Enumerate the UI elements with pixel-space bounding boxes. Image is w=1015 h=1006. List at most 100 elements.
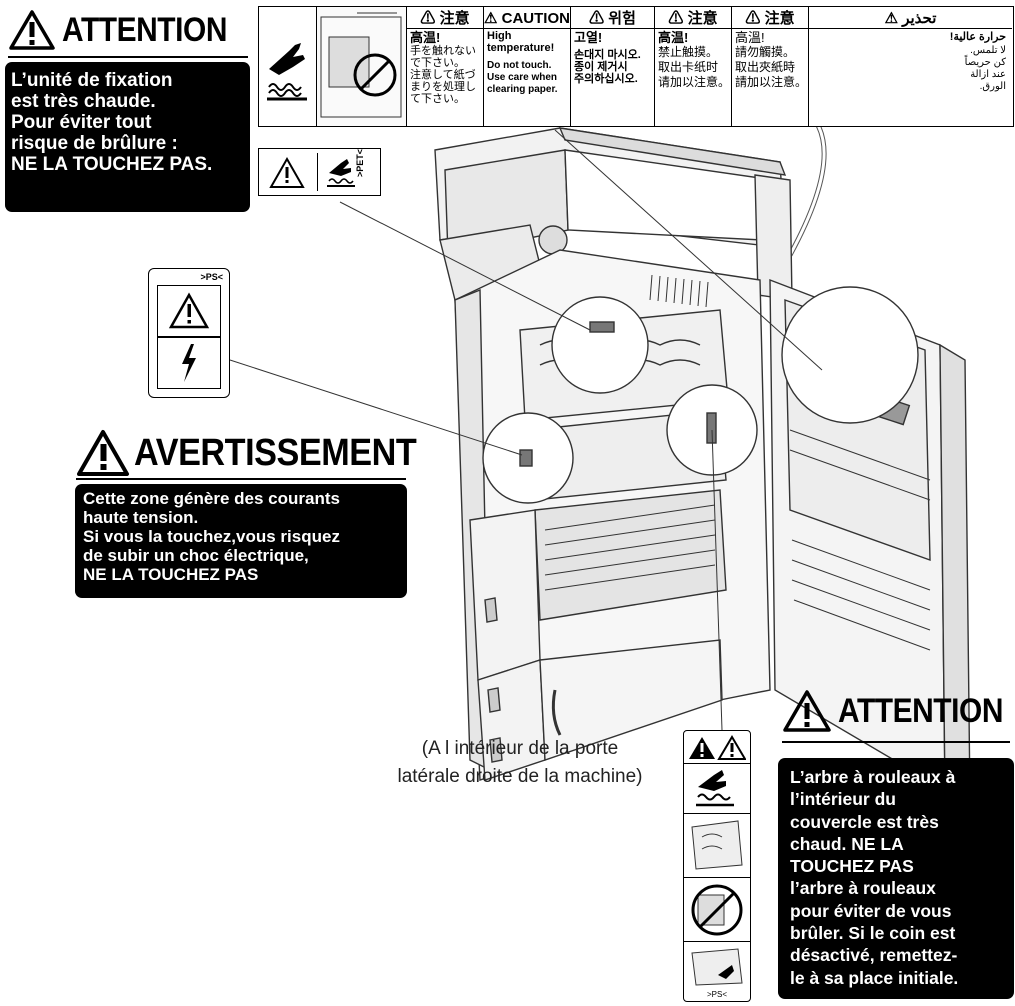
warning-heading-roller: ATTENTION bbox=[782, 688, 1015, 734]
clearing-paper-picture-cell bbox=[317, 7, 407, 126]
heading-rule bbox=[76, 478, 406, 480]
warning-line: Cette zone génère des courants bbox=[83, 489, 340, 508]
lightning-bolt-icon bbox=[182, 344, 196, 382]
hot-surface-hand-icon bbox=[327, 159, 355, 187]
warning-line: pour éviter de vous bbox=[790, 900, 952, 921]
column-line: 고열! bbox=[574, 30, 603, 45]
warning-heading-fuser: ATTENTION bbox=[8, 8, 250, 52]
column-line: Use care when bbox=[487, 72, 558, 83]
column-line: الورق. bbox=[979, 81, 1006, 92]
column-header: ⚠ 위험 bbox=[571, 7, 654, 29]
warning-line: Si vous la touchez,vous risquez bbox=[83, 527, 340, 546]
warning-heading-text: ATTENTION bbox=[62, 10, 228, 49]
warning-heading-text: AVERTISSEMENT bbox=[134, 431, 417, 474]
pet-code: >PET< bbox=[355, 148, 365, 177]
column-line: 高温! bbox=[410, 30, 441, 45]
column-line: temperature! bbox=[487, 42, 555, 54]
column-line: まりを処理し bbox=[410, 81, 476, 93]
label-divider bbox=[684, 763, 750, 764]
warning-line: brûler. Si le coin est bbox=[790, 923, 956, 944]
hot-surface-icon-cell bbox=[259, 7, 317, 126]
column-line: clearing paper. bbox=[487, 84, 558, 95]
label-column-arabic: ⚠ تحذير حرارة عالية! لا تلمس. كن حريصاً … bbox=[809, 7, 1012, 126]
column-header: ⚠ CAUTION bbox=[484, 7, 570, 29]
column-line: 高温! bbox=[658, 30, 689, 45]
warning-triangle-icon bbox=[168, 292, 210, 329]
label-column-chinese-simplified: ⚠ 注意 高温! 禁止触摸。 取出卡纸时 请加以注意。 bbox=[655, 7, 732, 126]
column-line: 手を触れない bbox=[410, 45, 476, 57]
column-header: ⚠ 注意 bbox=[732, 7, 808, 29]
column-body: 고열! 손대지 마시오. 종이 제거시 주의하십시오. bbox=[574, 30, 641, 85]
warning-heading-text: ATTENTION bbox=[838, 691, 1004, 730]
warning-box-high-voltage: Cette zone génère des courants haute ten… bbox=[75, 484, 407, 598]
hot-surface-hand-icon bbox=[267, 43, 307, 101]
caution-label-multilingual: ⚠ 注意 高温! 手を触れない で下さい。 注意して紙づ まりを処理し て下さい… bbox=[258, 6, 1014, 127]
column-body: حرارة عالية! لا تلمس. كن حريصاً عند ازال… bbox=[950, 30, 1006, 93]
label-divider bbox=[684, 941, 750, 942]
heading-rule bbox=[782, 741, 1010, 743]
column-line: High bbox=[487, 30, 512, 42]
do-not-touch-icon bbox=[691, 884, 743, 936]
column-body: 高温! 禁止触摸。 取出卡纸时 请加以注意。 bbox=[658, 30, 730, 90]
column-line: 请加以注意。 bbox=[658, 75, 731, 89]
warning-triangle-icon bbox=[783, 690, 831, 732]
column-line: 請加以注意。 bbox=[735, 75, 808, 89]
warning-line: couvercle est très bbox=[790, 811, 939, 832]
column-line: 禁止触摸。 bbox=[658, 45, 719, 59]
roller-diagram-icon bbox=[691, 820, 743, 870]
column-line: 取出夾紙時 bbox=[735, 60, 796, 74]
label-divider bbox=[684, 813, 750, 814]
column-header: ⚠ 注意 bbox=[407, 7, 483, 29]
label-column-korean: ⚠ 위험 고열! 손대지 마시오. 종이 제거시 주의하십시오. bbox=[571, 7, 655, 126]
column-line: عند ازالة bbox=[970, 69, 1006, 80]
column-line: 注意して紙づ bbox=[410, 69, 476, 81]
fuser-diagram-icon bbox=[320, 12, 402, 118]
label-column-japanese: ⚠ 注意 高温! 手を触れない で下さい。 注意して紙づ まりを処理し て下さい… bbox=[407, 7, 484, 126]
column-line: لا تلمس. bbox=[970, 45, 1006, 56]
warning-line: TOUCHEZ PAS bbox=[790, 856, 914, 877]
heading-rule bbox=[8, 56, 248, 58]
column-body: 高溫! 請勿觸摸。 取出夾紙時 請加以注意。 bbox=[735, 30, 807, 90]
warning-line: L’arbre à rouleaux à bbox=[790, 767, 956, 787]
label-divider bbox=[317, 153, 318, 191]
column-line: Do not touch. bbox=[487, 60, 552, 71]
roller-label: >PS< bbox=[683, 730, 751, 1002]
warning-line: NE LA TOUCHEZ PAS bbox=[83, 565, 259, 584]
warning-line: L’unité de fixation bbox=[11, 70, 173, 91]
warning-triangle-pair-icon bbox=[689, 735, 746, 760]
warning-box-roller: L’arbre à rouleaux à l’intérieur du couv… bbox=[778, 758, 1014, 999]
hot-surface-hand-icon bbox=[696, 770, 734, 807]
label-divider bbox=[158, 336, 220, 338]
column-line: て下さい。 bbox=[410, 93, 465, 105]
high-voltage-label: >PS< bbox=[148, 268, 230, 398]
warning-box-fuser: L’unité de fixation est très chaude. Pou… bbox=[5, 62, 250, 212]
label-column-chinese-traditional: ⚠ 注意 高溫! 請勿觸摸。 取出夾紙時 請加以注意。 bbox=[732, 7, 809, 126]
warning-heading-high-voltage: AVERTISSEMENT bbox=[76, 428, 448, 478]
warning-line: haute tension. bbox=[83, 508, 199, 527]
label-inner-frame bbox=[157, 285, 221, 389]
location-caption: (A l intérieur de la porte latérale droi… bbox=[360, 735, 680, 791]
column-body: High temperature! Do not touch. Use care… bbox=[487, 30, 558, 96]
pet-label: >PET< bbox=[258, 148, 381, 196]
warning-line: de subir un choc électrique, bbox=[83, 546, 309, 565]
warning-line: est très chaude. bbox=[11, 91, 156, 112]
warning-line: désactivé, remettez- bbox=[790, 945, 958, 966]
column-line: 取出卡纸时 bbox=[658, 60, 719, 74]
warning-line: risque de brûlure : bbox=[11, 133, 178, 154]
label-column-english: ⚠ CAUTION High temperature! Do not touch… bbox=[484, 7, 571, 126]
warning-line: l’arbre à rouleaux bbox=[790, 878, 936, 899]
warning-triangle-icon bbox=[269, 157, 305, 188]
column-line: 高溫! bbox=[735, 30, 765, 45]
warning-triangle-icon bbox=[77, 430, 129, 476]
column-header: ⚠ تحذير bbox=[809, 7, 1012, 29]
warning-line: Pour éviter tout bbox=[11, 112, 152, 133]
column-line: 종이 제거시 bbox=[574, 61, 628, 73]
column-line: で下さい。 bbox=[410, 57, 465, 69]
warning-line: NE LA TOUCHEZ PAS. bbox=[11, 154, 213, 175]
column-line: حرارة عالية! bbox=[949, 31, 1006, 43]
column-header: ⚠ 注意 bbox=[655, 7, 731, 29]
warning-line: le à sa place initiale. bbox=[790, 967, 959, 988]
warning-line: chaud. NE LA bbox=[790, 833, 904, 854]
warning-triangle-icon bbox=[9, 10, 55, 50]
